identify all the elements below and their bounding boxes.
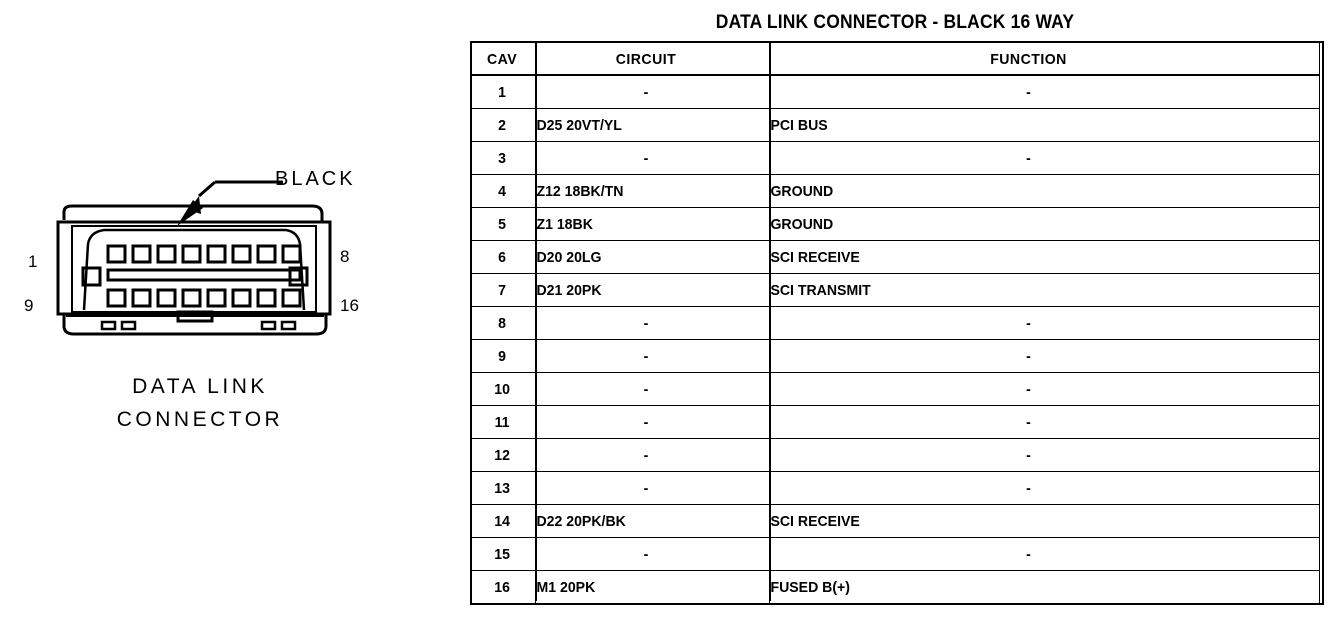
cell-circuit: D20 20LG (535, 240, 756, 274)
pin-label-bottom-left: 9 (24, 296, 34, 315)
cell-circuit: - (535, 438, 756, 472)
cell-function: PCI BUS (769, 108, 1287, 142)
cell-cav: 2 (471, 108, 533, 142)
connector-caption: DATA LINK CONNECTOR (0, 370, 400, 436)
table-row: 9-- (471, 339, 1320, 373)
column-divider-cav (535, 41, 537, 601)
cell-circuit: Z12 18BK/TN (535, 174, 756, 208)
cell-circuit: - (535, 306, 756, 340)
cell-circuit: D22 20PK/BK (535, 504, 756, 538)
cell-function: - (769, 438, 1287, 472)
cell-cav: 12 (471, 438, 533, 472)
cell-circuit: - (535, 471, 756, 505)
cell-function: SCI RECEIVE (769, 240, 1287, 274)
column-header-circuit: CIRCUIT (535, 42, 756, 76)
column-header-function: FUNCTION (769, 42, 1287, 76)
connector-illustration-panel: BLACK (0, 0, 455, 624)
table-row: 10-- (471, 372, 1320, 406)
data-link-connector-body-icon (56, 204, 332, 336)
cell-cav: 15 (471, 537, 533, 571)
pin-label-top-left: 1 (28, 252, 38, 271)
cell-cav: 14 (471, 504, 533, 538)
table-header-row: CAV CIRCUIT FUNCTION (471, 42, 1320, 76)
cell-cav: 10 (471, 372, 533, 406)
cell-function: GROUND (769, 174, 1287, 208)
cell-cav: 4 (471, 174, 533, 208)
cell-function: - (769, 75, 1287, 109)
cell-cav: 8 (471, 306, 533, 340)
table-row: 3-- (471, 141, 1320, 175)
header-row-divider (470, 74, 1320, 76)
pin-label-bottom-right: 16 (340, 296, 359, 315)
cell-function: - (769, 537, 1287, 571)
cell-cav: 5 (471, 207, 533, 241)
cell-cav: 1 (471, 75, 533, 109)
cell-function: - (769, 471, 1287, 505)
cell-cav: 3 (471, 141, 533, 175)
cell-cav: 16 (471, 570, 533, 604)
cell-circuit: - (535, 405, 756, 439)
cell-circuit: D25 20VT/YL (535, 108, 756, 142)
table-title: DATA LINK CONNECTOR - BLACK 16 WAY (715, 12, 1075, 33)
connector-caption-line-2: CONNECTOR (116, 408, 284, 431)
connector-caption-line-1: DATA LINK (132, 375, 268, 398)
column-header-cav: CAV (471, 42, 533, 76)
cell-function: - (769, 405, 1287, 439)
cell-cav: 9 (471, 339, 533, 373)
pin-label-top-right: 8 (340, 247, 350, 266)
cell-function: SCI TRANSMIT (769, 273, 1287, 307)
cell-function: - (769, 339, 1287, 373)
table-row: 13-- (471, 471, 1320, 505)
cell-function: - (769, 372, 1287, 406)
cell-cav: 6 (471, 240, 533, 274)
cell-circuit: - (535, 372, 756, 406)
table-row: 12-- (471, 438, 1320, 472)
cell-circuit: - (535, 339, 756, 373)
cell-function: - (769, 141, 1287, 175)
cell-circuit: D21 20PK (535, 273, 756, 307)
table-row: 1-- (471, 75, 1320, 109)
black-callout-label: BLACK (275, 168, 356, 190)
table-row: 11-- (471, 405, 1320, 439)
cell-circuit: Z1 18BK (535, 207, 756, 241)
column-divider-circuit (769, 41, 771, 601)
cell-function: - (769, 306, 1287, 340)
cell-function: GROUND (769, 207, 1287, 241)
table-row: 8-- (471, 306, 1320, 340)
table-row: 15-- (471, 537, 1320, 571)
cell-function: FUSED B(+) (769, 570, 1287, 604)
cell-cav: 13 (471, 471, 533, 505)
cell-cav: 7 (471, 273, 533, 307)
cell-circuit: - (535, 75, 756, 109)
cell-circuit: M1 20PK (535, 570, 756, 604)
cell-function: SCI RECEIVE (769, 504, 1287, 538)
cell-circuit: - (535, 537, 756, 571)
cell-cav: 11 (471, 405, 533, 439)
cell-circuit: - (535, 141, 756, 175)
